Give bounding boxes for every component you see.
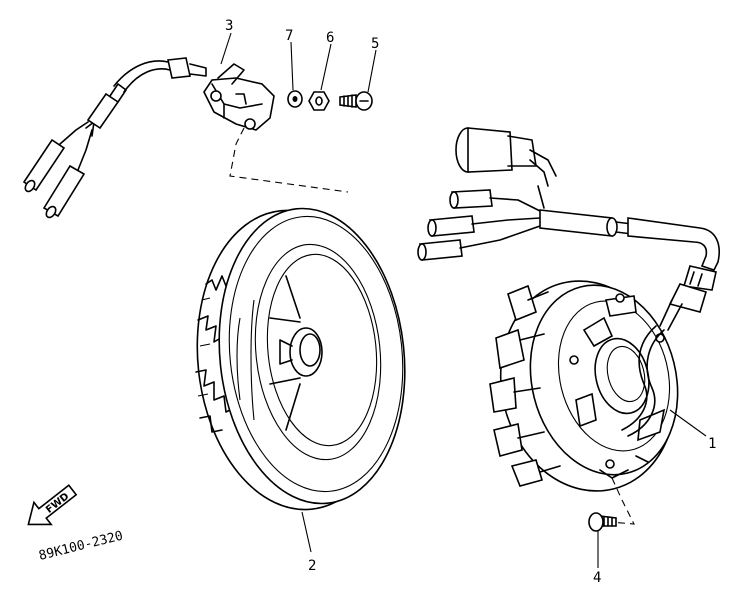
- pulser-connector-plug-b: [42, 164, 86, 219]
- callout-2: 2: [308, 558, 316, 574]
- callout-1: 1: [708, 436, 716, 452]
- callout-3: 3: [225, 18, 233, 34]
- spring-washer-part: [308, 91, 330, 111]
- callout-leader-lines: [220, 32, 707, 568]
- pulser-alignment-line: [229, 127, 349, 193]
- stator-screw-alignment-line: [609, 477, 635, 525]
- stator-bullet-connector-b: [427, 215, 475, 237]
- pulser-connector-plug-a: [22, 138, 66, 193]
- stator-assembly: [417, 127, 720, 492]
- stator-screw-part: [588, 512, 617, 532]
- flywheel-rotor: [195, 207, 406, 511]
- callout-6: 6: [326, 30, 334, 46]
- stator-bullet-connector-c: [417, 239, 463, 261]
- forward-direction-arrow: FWD: [27, 484, 78, 526]
- plain-washer-part: [287, 90, 303, 108]
- callout-4: 4: [593, 570, 601, 586]
- stator-bullet-connector-a: [449, 189, 493, 209]
- callout-5: 5: [371, 36, 379, 52]
- stator-coils: [489, 284, 561, 487]
- stator-terminal-connector: [455, 127, 557, 187]
- pulser-screw-part: [339, 91, 373, 111]
- drawing-code: 89K100-2320: [37, 528, 124, 563]
- callout-7: 7: [285, 28, 293, 44]
- pulser-coil-assembly: [22, 57, 275, 219]
